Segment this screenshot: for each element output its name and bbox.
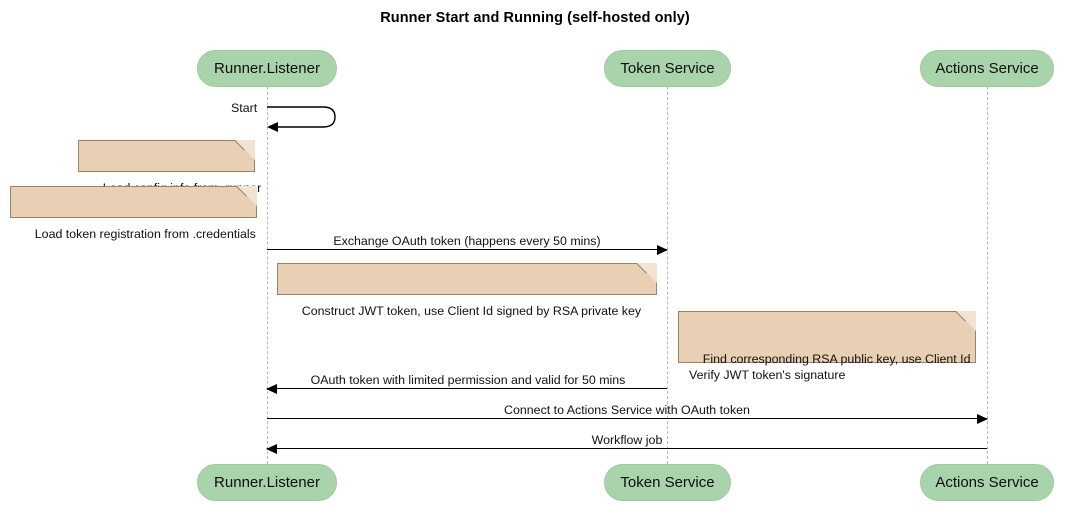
lifeline-runner — [267, 87, 268, 464]
note-load-config: Load config info from .runner — [78, 140, 261, 195]
page-title: Runner Start and Running (self-hosted on… — [380, 10, 690, 26]
participant-token-service-top[interactable]: Token Service — [604, 50, 731, 87]
note-verify-jwt-signature: Find corresponding RSA public key, use C… — [678, 311, 976, 382]
participant-label: Runner.Listener — [214, 474, 320, 491]
participant-label: Actions Service — [935, 474, 1039, 491]
note-fold-corner-icon — [956, 311, 976, 331]
message-label-workflow-job: Workflow job — [591, 433, 663, 447]
arrowhead-right-icon — [977, 414, 988, 424]
arrowhead-right-icon — [657, 245, 668, 255]
note-fold-corner-icon — [237, 186, 257, 206]
self-message-label-start: Start — [231, 101, 258, 115]
message-arrow-oauth-token-return — [266, 384, 667, 394]
arrowhead-left-icon — [266, 444, 277, 454]
participant-actions-service-top[interactable]: Actions Service — [920, 50, 1054, 87]
participant-label: Runner.Listener — [214, 60, 320, 77]
participant-label: Token Service — [620, 60, 715, 77]
participant-actions-service-bottom[interactable]: Actions Service — [920, 464, 1054, 501]
message-arrow-exchange-oauth — [267, 245, 668, 255]
message-label-exchange-oauth: Exchange OAuth token (happens every 50 m… — [333, 234, 601, 248]
message-label-oauth-token-return: OAuth token with limited permission and … — [310, 373, 626, 387]
lifeline-token — [667, 87, 668, 464]
note-construct-jwt: Construct JWT token, use Client Id signe… — [277, 263, 657, 318]
note-text: Construct JWT token, use Client Id signe… — [301, 304, 642, 318]
message-arrow-connect-actions — [267, 414, 988, 424]
participant-label: Actions Service — [935, 60, 1039, 77]
participant-label: Token Service — [620, 474, 715, 491]
lifeline-actions — [987, 87, 988, 464]
message-arrow-workflow-job — [266, 444, 987, 454]
note-text: Load token registration from .credential… — [34, 227, 256, 241]
note-fold-corner-icon — [637, 263, 657, 283]
note-text: Find corresponding RSA public key, use C… — [689, 352, 971, 382]
participant-runner-listener-top[interactable]: Runner.Listener — [197, 50, 337, 87]
participant-runner-listener-bottom[interactable]: Runner.Listener — [197, 464, 337, 501]
arrowhead-left-icon — [266, 384, 277, 394]
note-load-token-registration: Load token registration from .credential… — [10, 186, 257, 241]
message-label-connect-actions: Connect to Actions Service with OAuth to… — [504, 403, 750, 417]
participant-token-service-bottom[interactable]: Token Service — [604, 464, 731, 501]
note-fold-corner-icon — [235, 140, 255, 160]
self-message-start — [267, 100, 347, 136]
